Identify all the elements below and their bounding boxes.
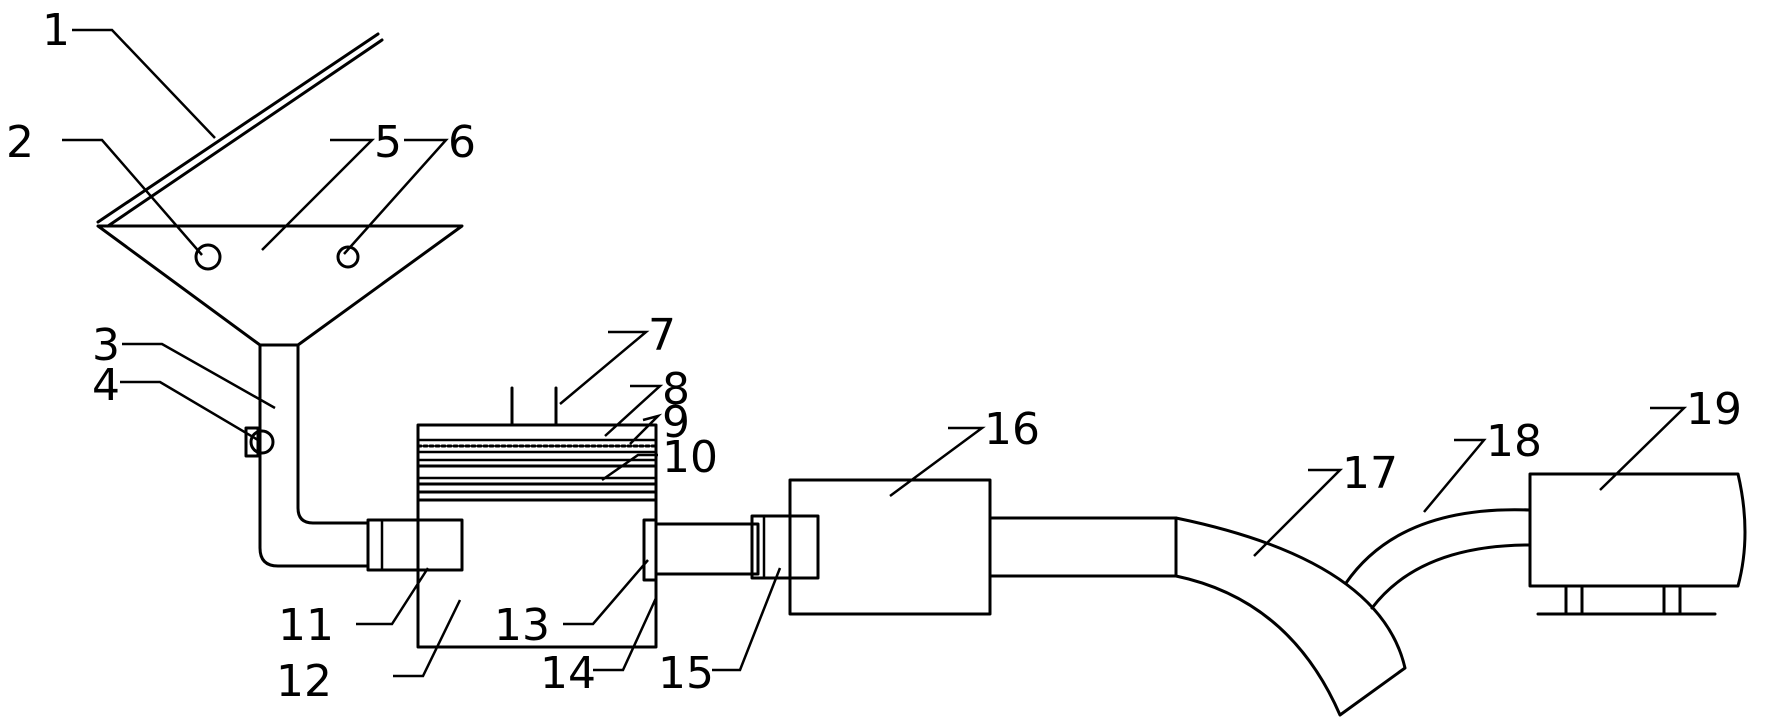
leader-lines — [62, 28, 1688, 678]
funnel-hopper — [96, 224, 464, 347]
part-labels: 1 2 3 4 5 6 7 8 9 10 11 12 13 14 15 16 1… — [6, 5, 1742, 707]
main-housing — [788, 478, 992, 616]
label-13: 13 — [494, 600, 550, 651]
label-17: 17 — [1342, 448, 1398, 499]
label-14: 14 — [540, 648, 596, 699]
label-5: 5 — [374, 117, 402, 168]
label-7: 7 — [648, 310, 676, 361]
filter-layers — [416, 438, 658, 502]
inclined-rod — [96, 32, 384, 228]
curved-elbow — [1174, 516, 1407, 717]
outlet-flange — [642, 518, 658, 582]
label-4: 4 — [92, 360, 120, 411]
label-18: 18 — [1486, 416, 1542, 467]
label-8: 8 — [662, 364, 690, 415]
inlet-connector — [366, 518, 464, 572]
pipe-valve — [244, 426, 275, 458]
label-10: 10 — [662, 432, 718, 483]
label-15: 15 — [658, 648, 714, 699]
label-3: 3 — [92, 320, 120, 371]
pump-motor — [1528, 472, 1747, 616]
hopper-port-6 — [336, 245, 360, 269]
label-12: 12 — [276, 656, 332, 707]
hose — [1344, 508, 1532, 610]
label-2: 2 — [6, 117, 34, 168]
label-6: 6 — [448, 117, 476, 168]
cover-handles — [510, 386, 558, 427]
connecting-pipe — [988, 516, 1178, 578]
pipe-coupling — [750, 514, 820, 580]
label-11: 11 — [278, 600, 334, 651]
label-19: 19 — [1686, 384, 1742, 435]
label-1: 1 — [42, 5, 70, 56]
outlet-pipe — [654, 522, 760, 576]
hopper-port-2 — [194, 243, 222, 271]
label-16: 16 — [984, 404, 1040, 455]
label-9: 9 — [662, 397, 690, 448]
feed-pipe — [258, 343, 370, 568]
